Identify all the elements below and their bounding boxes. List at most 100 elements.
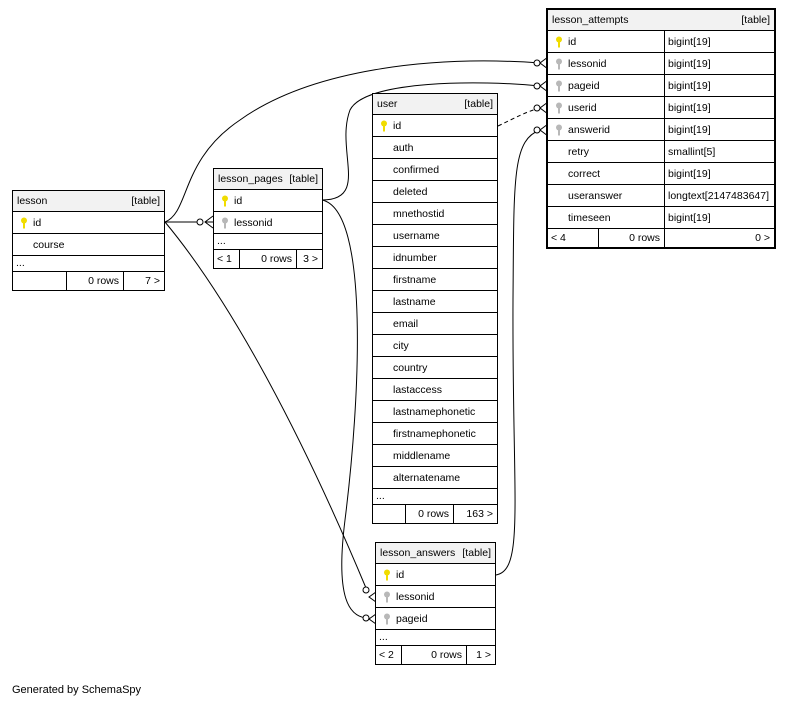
column-row[interactable]: id bigint[19] — [548, 31, 774, 53]
column-row[interactable]: deleted — [373, 181, 497, 203]
column-row[interactable]: country — [373, 357, 497, 379]
table-name: lesson — [17, 195, 48, 207]
table-lesson-answers[interactable]: lesson_answers[table]id lessonid pageid...… — [375, 542, 496, 665]
column-row[interactable]: userid bigint[19] — [548, 97, 774, 119]
parents-count[interactable] — [13, 272, 16, 290]
column-row[interactable]: id — [214, 190, 322, 212]
more-columns-ellipsis: ... — [214, 234, 322, 250]
table-header[interactable]: lesson_answers[table] — [376, 543, 495, 564]
column-row[interactable]: answerid bigint[19] — [548, 119, 774, 141]
column-row[interactable]: mnethostid — [373, 203, 497, 225]
row-count: 0 rows — [401, 646, 466, 664]
column-row[interactable]: idnumber — [373, 247, 497, 269]
zero-marker — [362, 614, 370, 622]
parents-count[interactable]: < 4 — [551, 232, 566, 244]
children-count[interactable]: 163 > — [453, 505, 497, 523]
column-name: retry — [568, 146, 589, 158]
column-name: lessonid — [568, 58, 607, 70]
column-name: timeseen — [568, 212, 611, 224]
column-name: userid — [568, 102, 597, 114]
ellipsis-text: ... — [16, 257, 25, 269]
column-name: mnethostid — [393, 208, 445, 220]
column-type: bigint[19] — [664, 163, 774, 184]
column-name: id — [234, 195, 243, 207]
table-header[interactable]: user[table] — [373, 94, 497, 115]
row-count: 0 rows — [598, 229, 664, 247]
children-count[interactable]: 3 > — [296, 250, 322, 268]
column-row[interactable]: id — [376, 564, 495, 586]
column-name: firstnamephonetic — [393, 428, 476, 440]
children-count[interactable]: 7 > — [123, 272, 164, 290]
table-header[interactable]: lesson_pages [table] — [214, 169, 322, 190]
table-name: lesson_pages — [218, 173, 283, 185]
crowfoot-marker — [204, 215, 214, 229]
primary-key-icon — [222, 195, 228, 207]
edge-lesson-answers-to-lesson-attempts — [495, 129, 541, 576]
table-type-label: [table] — [289, 173, 318, 185]
column-name: id — [396, 569, 405, 581]
column-name: country — [393, 362, 428, 374]
column-type: bigint[19] — [664, 119, 774, 140]
table-name: lesson_answers — [380, 547, 456, 559]
column-row[interactable]: lastaccess — [373, 379, 497, 401]
foreign-key-icon — [384, 613, 390, 625]
column-row[interactable]: middlename — [373, 445, 497, 467]
column-row[interactable]: username — [373, 225, 497, 247]
column-row[interactable]: lastnamephonetic — [373, 401, 497, 423]
edge-lesson-to-lesson-answers — [164, 221, 367, 589]
column-type: bigint[19] — [664, 97, 774, 118]
children-count[interactable]: 1 > — [466, 646, 495, 664]
column-row[interactable]: lessonid bigint[19] — [548, 53, 774, 75]
column-row[interactable]: city — [373, 335, 497, 357]
column-name: id — [568, 36, 577, 48]
table-header[interactable]: lesson [table] — [13, 191, 164, 212]
column-row[interactable]: firstname — [373, 269, 497, 291]
parents-count[interactable]: < 2 — [379, 649, 394, 661]
column-row[interactable]: auth — [373, 137, 497, 159]
table-header[interactable]: lesson_attempts[table] — [548, 10, 774, 31]
column-name: answerid — [568, 124, 611, 136]
column-row[interactable]: firstnamephonetic — [373, 423, 497, 445]
column-row[interactable]: course — [13, 234, 164, 256]
column-row[interactable]: id — [13, 212, 164, 234]
column-name: id — [393, 120, 402, 132]
column-row[interactable]: email — [373, 313, 497, 335]
column-name: firstname — [393, 274, 437, 286]
foreign-key-icon — [556, 124, 562, 136]
children-count[interactable]: 0 > — [664, 229, 774, 247]
column-name: lastnamephonetic — [393, 406, 476, 418]
column-row[interactable]: pageid — [376, 608, 495, 630]
column-type: bigint[19] — [664, 53, 774, 74]
table-type-label: [table] — [464, 98, 493, 110]
column-row[interactable]: alternatename — [373, 467, 497, 489]
primary-key-icon — [21, 217, 27, 229]
ellipsis-text: ... — [376, 490, 385, 502]
crowfoot-marker — [368, 591, 377, 603]
crowfoot-marker — [368, 613, 377, 625]
column-name: username — [393, 230, 440, 242]
table-type-label: [table] — [131, 195, 160, 207]
column-row[interactable]: id — [373, 115, 497, 137]
more-columns-ellipsis: ... — [376, 630, 495, 646]
column-row[interactable]: lessonid — [376, 586, 495, 608]
parents-count[interactable]: < 1 — [217, 253, 232, 265]
column-name: lessonid — [396, 591, 435, 603]
ellipsis-text: ... — [379, 631, 388, 643]
parents-count[interactable] — [373, 505, 376, 523]
column-row[interactable]: lessonid — [214, 212, 322, 234]
column-type: bigint[19] — [664, 31, 774, 52]
column-row[interactable]: lastname — [373, 291, 497, 313]
column-row[interactable]: confirmed — [373, 159, 497, 181]
foreign-key-icon — [556, 80, 562, 92]
